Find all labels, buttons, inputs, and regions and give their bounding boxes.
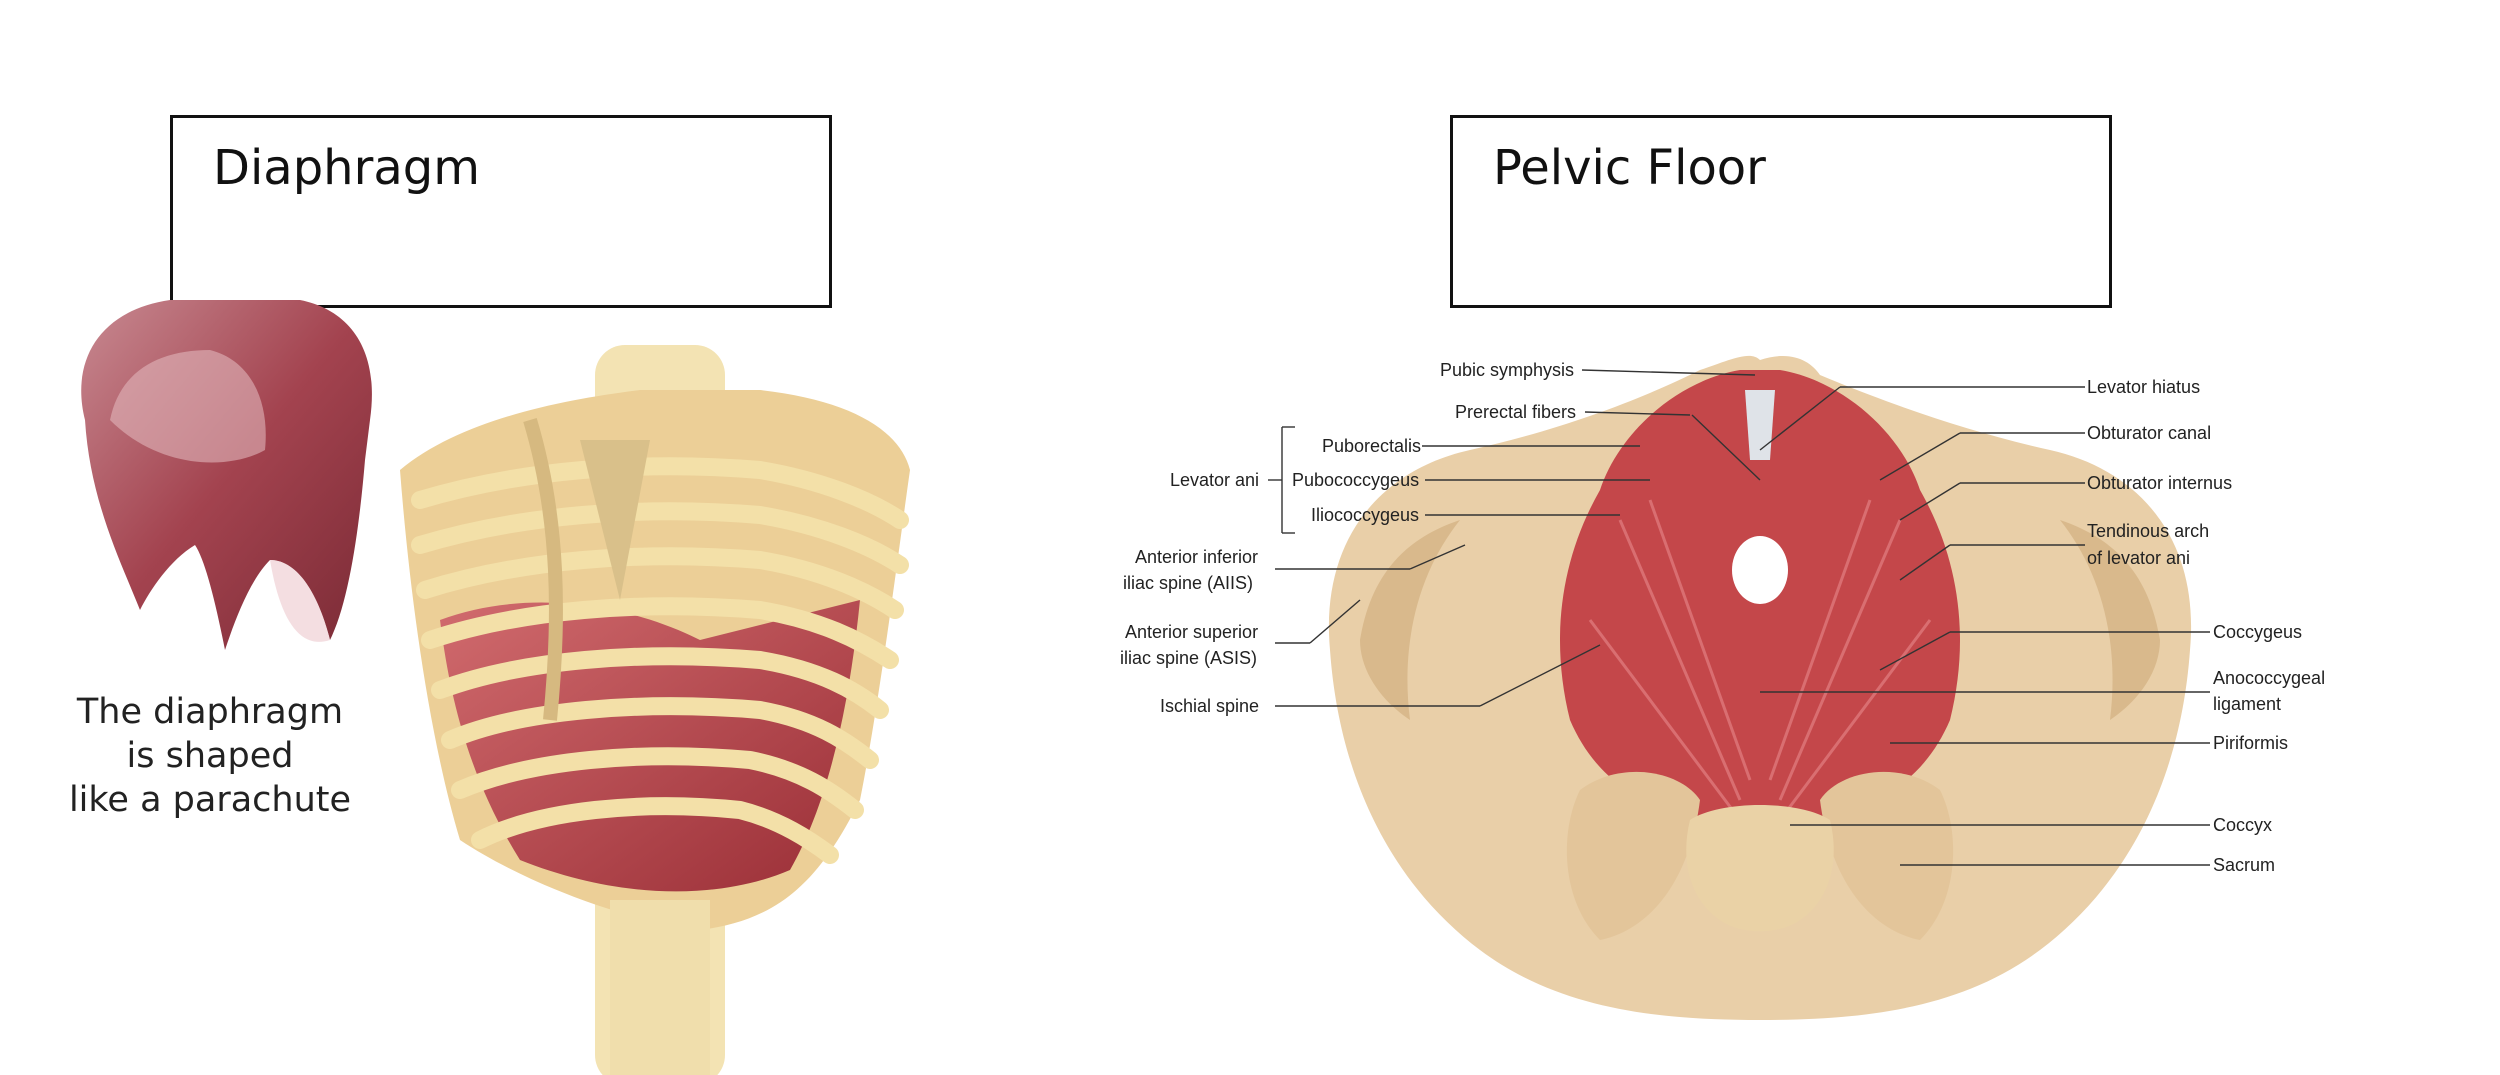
label-iliococcygeus: Iliococcygeus bbox=[1311, 505, 1419, 525]
label-sacrum: Sacrum bbox=[2213, 855, 2275, 875]
caption-line-3: like a parachute bbox=[50, 778, 370, 822]
label-levator-ani: Levator ani bbox=[1170, 470, 1259, 490]
label-levator-hiatus: Levator hiatus bbox=[2087, 377, 2200, 397]
label-prerectal-fibers: Prerectal fibers bbox=[1455, 402, 1576, 422]
label-aiis-line1: Anterior inferior bbox=[1135, 547, 1258, 567]
diaphragm-caption: The diaphragm is shaped like a parachute bbox=[50, 690, 370, 822]
label-anococcygeal-line1: Anococcygeal bbox=[2213, 668, 2325, 688]
label-coccyx: Coccyx bbox=[2213, 815, 2272, 835]
label-puborectalis: Puborectalis bbox=[1322, 436, 1421, 456]
label-piriformis: Piriformis bbox=[2213, 733, 2288, 753]
label-pubic-symphysis: Pubic symphysis bbox=[1440, 360, 1574, 380]
label-ischial-spine: Ischial spine bbox=[1160, 696, 1259, 716]
label-asis-line1: Anterior superior bbox=[1125, 622, 1258, 642]
label-coccygeus: Coccygeus bbox=[2213, 622, 2302, 642]
caption-line-2: is shaped bbox=[50, 734, 370, 778]
label-obturator-internus: Obturator internus bbox=[2087, 473, 2232, 493]
pelvic-floor-illustration bbox=[1329, 356, 2191, 1020]
label-aiis-line2: iliac spine (AIIS) bbox=[1123, 573, 1253, 593]
label-pubococcygeus: Pubococcygeus bbox=[1292, 470, 1419, 490]
label-tendinous-line1: Tendinous arch bbox=[2087, 521, 2209, 541]
parachute-diaphragm-icon bbox=[81, 300, 372, 650]
label-asis-line2: iliac spine (ASIS) bbox=[1120, 648, 1257, 668]
caption-line-1: The diaphragm bbox=[50, 690, 370, 734]
label-anococcygeal-line2: ligament bbox=[2213, 694, 2281, 714]
ribcage-illustration bbox=[400, 345, 910, 1075]
label-obturator-canal: Obturator canal bbox=[2087, 423, 2211, 443]
label-tendinous-line2: of levator ani bbox=[2087, 548, 2190, 568]
